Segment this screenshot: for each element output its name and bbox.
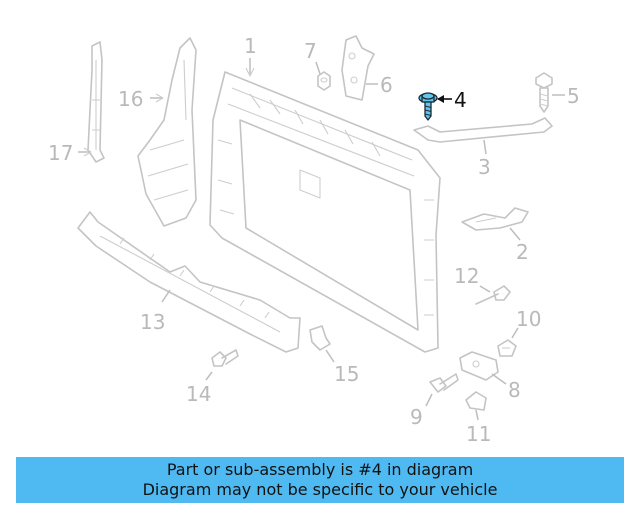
part-10-clip xyxy=(497,339,517,357)
callout-6: 6 xyxy=(380,73,393,97)
part-16-air-guide xyxy=(137,37,197,227)
part-12-pin xyxy=(475,285,511,305)
part-1-radiator-support xyxy=(209,71,441,353)
callout-13: 13 xyxy=(140,310,165,334)
callout-1: 1 xyxy=(244,34,257,58)
part-6-bracket xyxy=(341,35,375,101)
callout-8: 8 xyxy=(508,378,521,402)
part-13-lower-beam xyxy=(77,211,301,353)
part-15-bracket xyxy=(309,325,331,351)
part-11-clip xyxy=(465,391,487,411)
part-4-bolt xyxy=(418,92,438,121)
callout-5: 5 xyxy=(567,84,580,108)
part-9-screw xyxy=(429,373,459,393)
callout-11: 11 xyxy=(466,422,491,446)
parts-diagram: 1 2 3 4 5 6 7 xyxy=(48,34,580,446)
part-5-bolt xyxy=(535,72,553,113)
part-3-brace xyxy=(413,117,553,143)
info-banner: Part or sub-assembly is #4 in diagram Di… xyxy=(16,457,624,503)
callout-12: 12 xyxy=(454,264,479,288)
part-2-bracket xyxy=(461,207,529,231)
part-7-nut xyxy=(317,71,331,91)
callout-3: 3 xyxy=(478,155,491,179)
callout-9: 9 xyxy=(410,405,423,429)
banner-line-1: Part or sub-assembly is #4 in diagram xyxy=(166,460,474,479)
callout-7: 7 xyxy=(304,39,317,63)
part-8-bracket xyxy=(459,351,499,381)
callout-10: 10 xyxy=(516,307,541,331)
callout-4: 4 xyxy=(454,88,467,112)
callout-15: 15 xyxy=(334,362,359,386)
banner-line-2: Diagram may not be specific to your vehi… xyxy=(142,480,498,499)
callout-2: 2 xyxy=(516,240,529,264)
part-14-screw xyxy=(211,349,239,367)
callout-17: 17 xyxy=(48,141,73,165)
callout-14: 14 xyxy=(186,382,211,406)
part-17-seal xyxy=(87,41,105,163)
callout-16: 16 xyxy=(118,87,143,111)
